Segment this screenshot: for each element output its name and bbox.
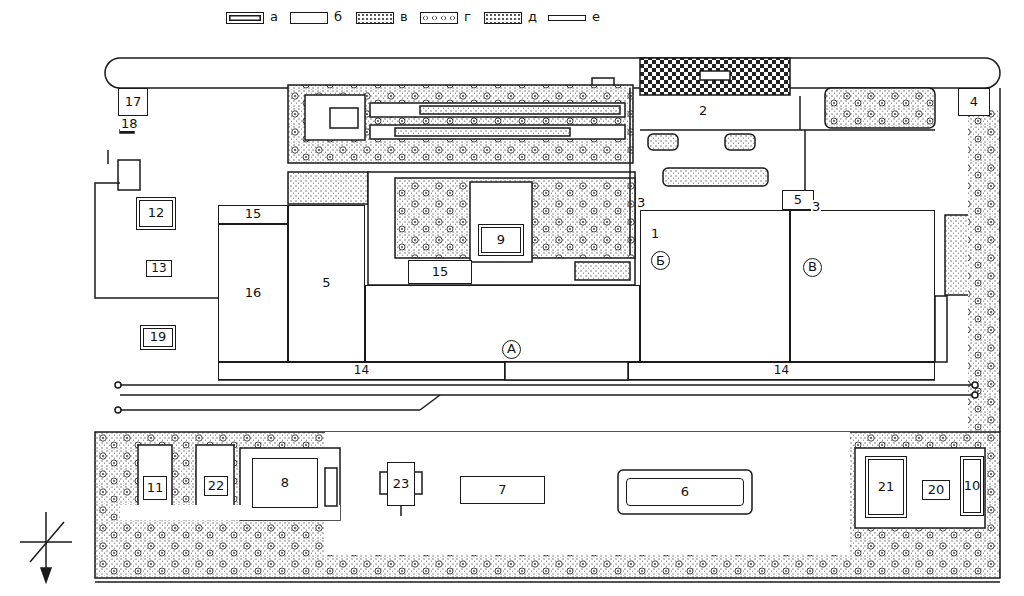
callout-number: 3 <box>636 196 646 210</box>
legend-letter: в <box>400 10 408 24</box>
callout-number: 3 <box>811 200 821 214</box>
plan-number: 15 <box>432 265 449 279</box>
building-strip: 14 <box>218 362 505 380</box>
plan-number: 16 <box>245 286 262 300</box>
annex-box: 5 <box>782 190 814 210</box>
building-block: 16 <box>218 224 288 362</box>
area-number: 2 <box>698 104 708 118</box>
plan-number: 7 <box>498 483 506 497</box>
plan-number: 11 <box>147 481 164 495</box>
small-box: 11 <box>143 476 168 500</box>
plan-number: 4 <box>970 95 978 109</box>
plan-number: 5 <box>322 276 330 290</box>
service-building: 7 <box>460 476 545 504</box>
gatehouse-box: 4 <box>958 88 990 116</box>
building-strip: 14 <box>628 362 935 380</box>
plan-number: 6 <box>681 485 689 499</box>
plan-number: 13 <box>151 262 166 275</box>
plan-number: 9 <box>497 233 505 247</box>
plan-number: 12 <box>148 206 165 220</box>
plan-number: 10 <box>964 479 981 493</box>
service-building: 21 <box>865 456 907 518</box>
building-block: 5 <box>288 205 365 362</box>
legend-letter: б <box>334 10 342 24</box>
building-strip: 15 <box>218 205 288 224</box>
plan-number: 22 <box>208 479 225 493</box>
legend-letter: г <box>464 10 471 24</box>
plan-number: 8 <box>281 476 289 490</box>
service-building: 8 <box>252 458 318 508</box>
plan-number: 19 <box>150 330 167 344</box>
building-block: 1Б <box>640 210 790 362</box>
yard-building: 19 <box>140 325 176 350</box>
yard-building: 12 <box>136 197 176 230</box>
plan-number: 21 <box>878 480 895 494</box>
small-box: 20 <box>922 480 950 500</box>
plan-number: 1 <box>651 227 659 241</box>
building-letter: Б <box>651 251 670 270</box>
building-block: В <box>790 210 935 362</box>
legend-letter: д <box>528 10 537 24</box>
legend-swatch <box>548 15 586 21</box>
kiosk-box: 17 <box>118 88 148 116</box>
plan-number: 23 <box>393 477 410 491</box>
small-box: 13 <box>146 260 172 277</box>
legend-swatch <box>226 12 264 24</box>
small-box: 22 <box>204 476 229 496</box>
plan-number: 20 <box>928 483 945 497</box>
callout-number: 18 <box>120 117 139 131</box>
plan-number: 14 <box>774 364 789 377</box>
plan-number: 17 <box>125 95 142 109</box>
legend-swatch <box>484 12 522 24</box>
building-block: А <box>365 285 640 362</box>
entrance-box: 15 <box>408 260 472 284</box>
building-letter: А <box>502 340 521 359</box>
pool-box: 6 <box>626 478 744 506</box>
building-letter: В <box>803 258 822 277</box>
legend-letter: е <box>592 10 600 24</box>
legend-letter: а <box>270 10 278 24</box>
legend-swatch <box>290 12 328 24</box>
plan-number: 15 <box>245 207 262 221</box>
service-building: 10 <box>960 456 985 516</box>
legend-swatch <box>356 12 394 24</box>
fountain-box: 9 <box>478 224 524 256</box>
plan-number: 5 <box>794 193 802 207</box>
plan-number: 14 <box>354 364 369 377</box>
service-building: 23 <box>387 462 415 506</box>
legend-swatch <box>420 12 458 24</box>
